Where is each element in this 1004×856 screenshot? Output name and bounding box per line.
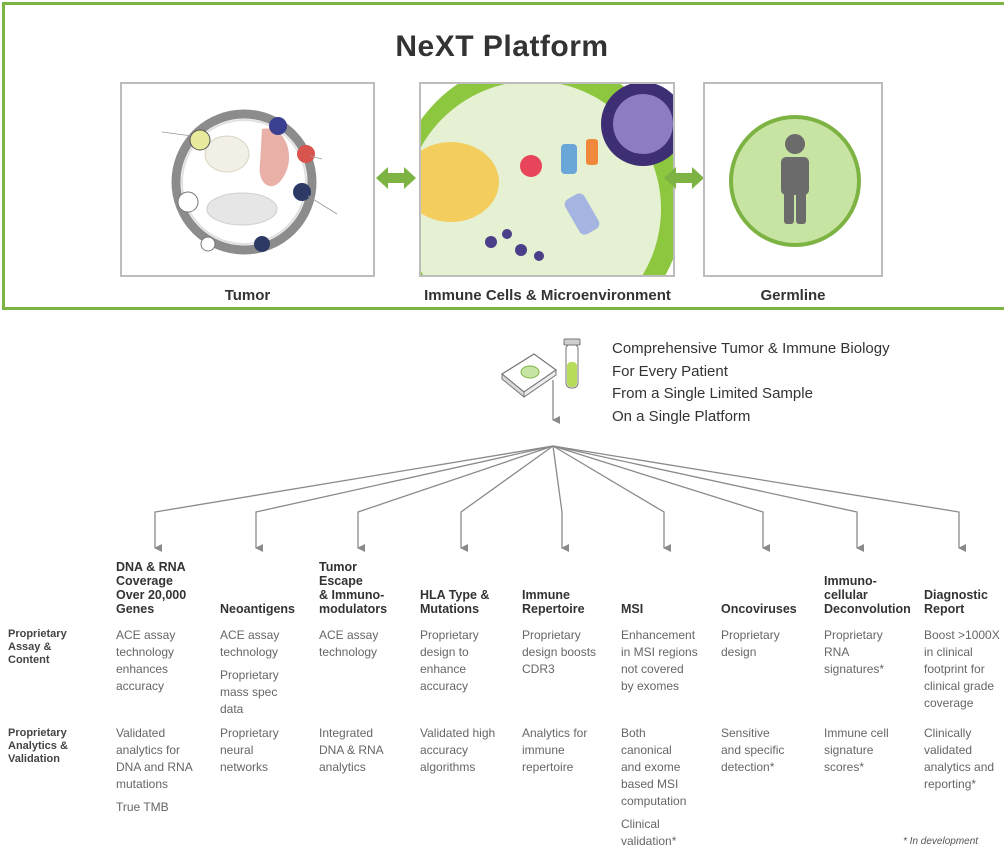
analytics-cell: Validated analytics for DNA and RNA muta… [116,725,193,822]
branch-arrow [552,445,864,552]
assay-cell: Proprietary design boosts CDR3 [522,627,596,684]
person-icon [729,115,861,247]
analytics-cell: Validated high accuracy algorithms [420,725,495,782]
column-heading: DNA & RNA Coverage Over 20,000 Genes [116,560,187,616]
tumor-label: Tumor [224,287,271,304]
analytics-cell: Immune cell signature scores* [824,725,889,782]
double-arrow-icon [664,167,704,189]
branch-arrow [255,445,554,552]
cell-text: Proprietary design to enhance accuracy [420,628,479,693]
analytics-cell: Integrated DNA & RNA analytics [319,725,384,782]
analytics-cell: Both canonical and exome based MSI compu… [621,725,686,856]
germline-panel [703,82,883,277]
cell-text: Validated high accuracy algorithms [420,726,496,774]
immune-microenvironment-illustration [421,84,673,275]
cell-text: Proprietary design [721,628,780,659]
assay-cell: ACE assay technology enhances accuracy [116,627,175,701]
row-label-assay: Proprietary Assay & Content [8,628,67,666]
branch-arrow [552,445,671,552]
cell-text: True TMB [116,800,169,814]
assay-cell: Proprietary design to enhance accuracy [420,627,479,701]
analytics-cell: Proprietary neural networks [220,725,279,782]
assay-cell: ACE assay technology [319,627,378,667]
tumor-panel [120,82,375,277]
summary-line: Comprehensive Tumor & Immune Biology [612,340,890,357]
column-heading: Immune Repertoire [522,588,585,616]
cell-text: Both canonical and exome based MSI compu… [621,726,687,808]
cell-text: Integrated DNA & RNA analytics [319,726,384,774]
cell-text: Proprietary RNA signatures* [824,628,885,676]
column-heading: Tumor Escape & Immuno- modulators [319,560,388,616]
analytics-cell: Sensitive and specific detection* [721,725,784,782]
summary-line: On a Single Platform [612,407,751,425]
cell-text: Clinically validated analytics and repor… [924,726,995,791]
branch-arrow [154,445,554,552]
analytics-cell: Analytics for immune repertoire [522,725,587,782]
cell-text: Proprietary neural networks [220,726,279,774]
cell-text: Validated analytics for DNA and RNA muta… [116,726,193,791]
branch-arrow [552,445,770,552]
column-heading: Immuno- cellular Deconvolution [824,574,911,616]
summary-line: From a Single Limited Sample [612,385,813,402]
cell-text: ACE assay technology [319,628,379,659]
double-arrow-icon [376,167,416,189]
assay-cell: Proprietary design [721,627,780,667]
row-label-analytics: Proprietary Analytics & Validation [8,727,68,765]
branch-arrow [552,445,569,552]
analytics-cell: Clinically validated analytics and repor… [924,725,994,799]
platform-frame [2,2,1004,310]
assay-cell: Proprietary RNA signatures* [824,627,884,684]
column-heading: Oncoviruses [721,602,797,616]
assay-cell: Boost >1000X in clinical footprint for c… [924,627,1000,718]
cell-text: Proprietary mass spec data [220,668,279,716]
cell-text: Boost >1000X in clinical footprint for c… [924,628,1000,710]
branch-arrow [357,445,554,552]
column-heading: Diagnostic Report [924,588,988,616]
platform-summary: Comprehensive Tumor & Immune Biology For… [612,338,890,428]
summary-line: For Every Patient [612,362,728,380]
cell-text: Sensitive and specific detection* [721,726,785,774]
column-heading: HLA Type & Mutations [420,588,490,616]
column-heading: MSI [621,602,644,616]
immune-label: Immune Cells & Microenvironment [424,287,671,304]
branch-arrow [460,445,554,552]
tumor-cycle-illustration [161,109,338,255]
cell-text: ACE assay technology enhances accuracy [116,628,176,693]
cell-text: Proprietary design boosts CDR3 [522,628,597,676]
footnote: * In development [903,836,979,847]
cell-text: Analytics for immune repertoire [522,726,588,774]
germline-label: Germline [760,287,826,304]
cell-text: ACE assay technology [220,628,280,659]
page-title: NeXT Platform [395,30,609,63]
cell-text: Clinical validation* [621,817,677,848]
sample-slide-and-tube-icon [500,338,581,398]
cell-text: Enhancement in MSI regions not covered b… [621,628,698,693]
column-heading: Neoantigens [220,602,296,616]
cell-text: Immune cell signature scores* [824,726,889,774]
assay-cell: Enhancement in MSI regions not covered b… [621,627,698,701]
branch-arrow [552,445,966,552]
immune-panel [419,82,675,277]
